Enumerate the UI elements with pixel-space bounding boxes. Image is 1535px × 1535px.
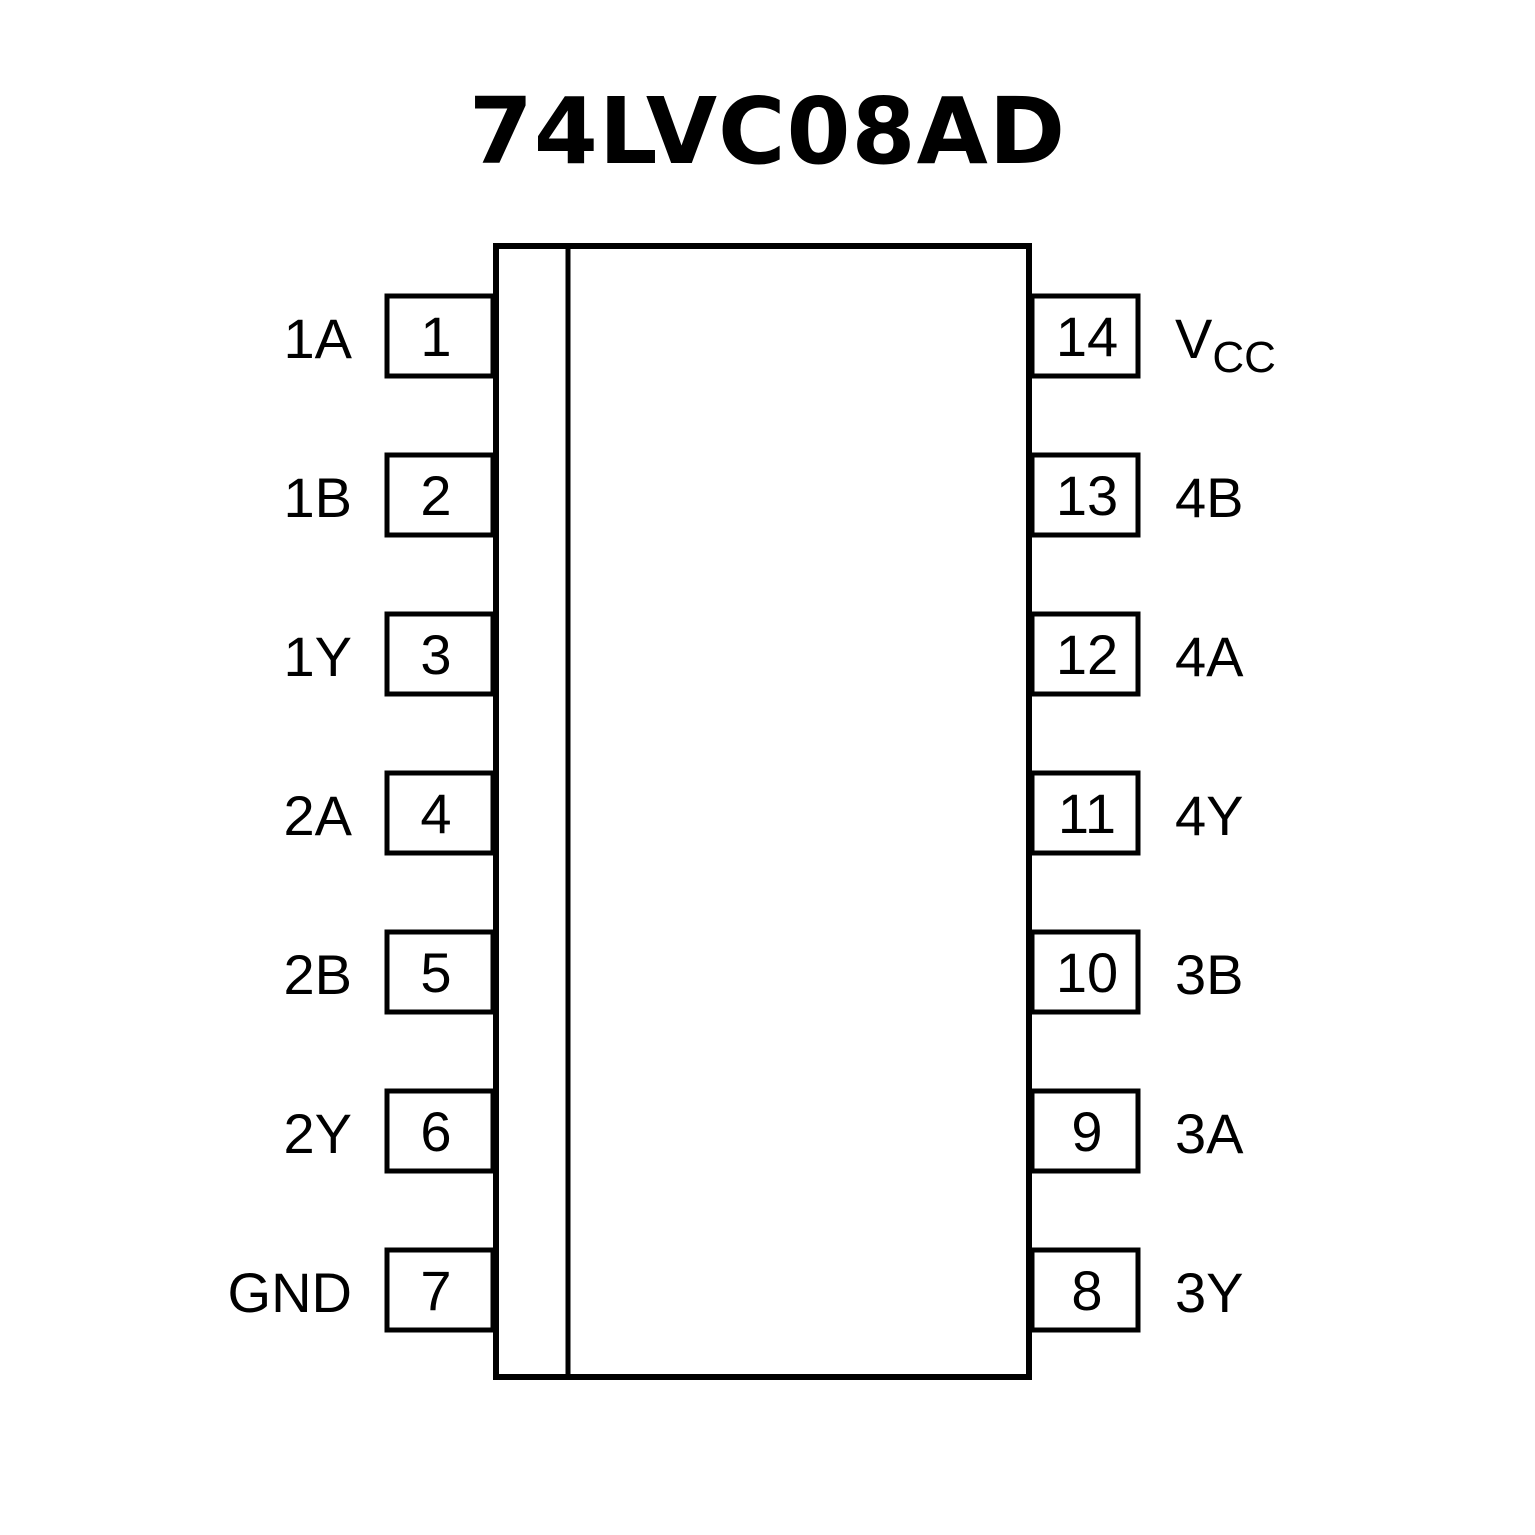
pin-label: 1A [284, 307, 353, 370]
pin-label: 3B [1175, 943, 1244, 1006]
chip-title: 74LVC08AD [468, 78, 1067, 185]
pin-1 [384, 293, 496, 379]
pin-label-main: 3Y [1175, 1261, 1244, 1324]
pin-number: 9 [1071, 1100, 1102, 1163]
pin-label: 3Y [1175, 1261, 1244, 1324]
pin-label: 2B [284, 943, 353, 1006]
pin-label-main: 4B [1175, 466, 1244, 529]
pin-8 [1029, 1247, 1141, 1333]
pin-7 [384, 1247, 496, 1333]
pin-label: VCC [1175, 307, 1276, 382]
pin-4 [384, 770, 496, 856]
pin-label: 1Y [284, 625, 353, 688]
pin-label: 4A [1175, 625, 1244, 688]
chip-body [493, 243, 1032, 1380]
pin-number: 1 [420, 305, 451, 368]
pin-5 [384, 929, 496, 1015]
pin-label: 4Y [1175, 784, 1244, 847]
pin-label: 3A [1175, 1102, 1244, 1165]
pin-label: GND [228, 1261, 352, 1324]
pin-label-main: 4Y [1175, 784, 1244, 847]
pin-3 [384, 611, 496, 697]
pin-10 [1029, 929, 1141, 1015]
pin-number: 13 [1056, 464, 1118, 527]
pin-number: 5 [420, 941, 451, 1004]
pin-number: 6 [420, 1100, 451, 1163]
pin-11 [1029, 770, 1141, 856]
pin-number: 7 [420, 1259, 451, 1322]
pin-2 [384, 452, 496, 538]
pin-label: 4B [1175, 466, 1244, 529]
pin-label: 2A [284, 784, 353, 847]
pin-number: 11 [1058, 782, 1116, 845]
pin-label-main: 3B [1175, 943, 1244, 1006]
pin-label: 2Y [284, 1102, 353, 1165]
pin-number: 2 [420, 464, 451, 527]
pin-label-main: V [1175, 307, 1213, 370]
pin-6 [384, 1088, 496, 1174]
pin-label-main: 3A [1175, 1102, 1244, 1165]
pin-13 [1029, 452, 1141, 538]
pin-label-subscript: CC [1212, 333, 1276, 382]
pin-number: 14 [1056, 305, 1118, 368]
pin-14 [1029, 293, 1141, 379]
pin-number: 8 [1071, 1259, 1102, 1322]
pin-12 [1029, 611, 1141, 697]
pin-number: 12 [1056, 623, 1118, 686]
pin-label-main: 4A [1175, 625, 1244, 688]
pin-label: 1B [284, 466, 353, 529]
pin-number: 4 [420, 782, 451, 845]
pin-number: 3 [420, 623, 451, 686]
pin-number: 10 [1056, 941, 1118, 1004]
pin-9 [1029, 1088, 1141, 1174]
